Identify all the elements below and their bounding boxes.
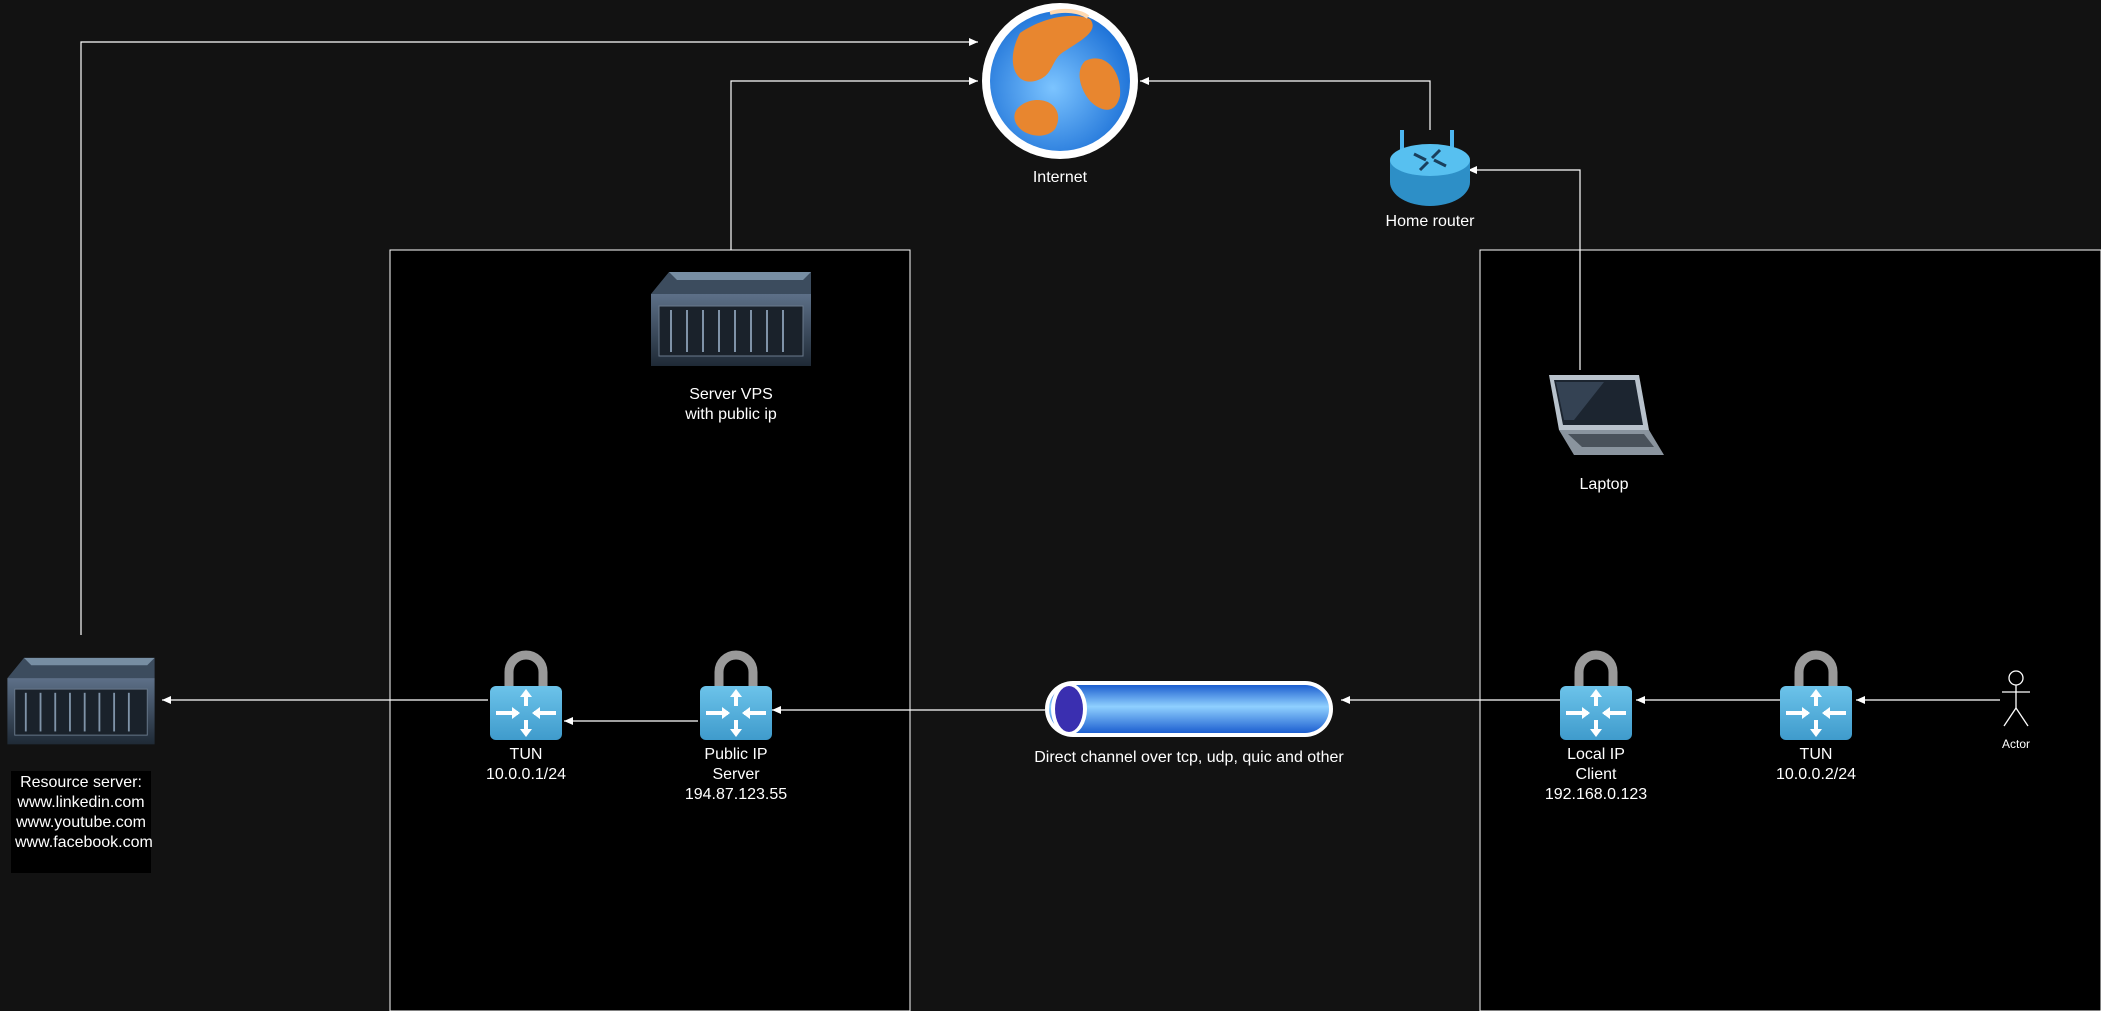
pipe-icon <box>1045 681 1333 737</box>
client-container <box>1479 249 2101 1011</box>
laptop-label-text: Laptop <box>1579 476 1629 493</box>
tun-server-line: 10.0.0.1/24 <box>485 766 567 783</box>
actor-label-text: Actor <box>2001 737 2030 751</box>
edge-vps-to-internet <box>730 77 978 250</box>
public-ip-server-line: Server <box>712 766 760 783</box>
internet-label-text: Internet <box>1032 169 1088 186</box>
tun-client-line: TUN <box>1799 746 1833 763</box>
server-icon <box>650 271 812 367</box>
public-ip-server-line: 194.87.123.55 <box>684 786 788 803</box>
home-router-label: Home router <box>1350 212 1510 232</box>
server-icon <box>6 656 156 746</box>
tun-client-line: 10.0.0.2/24 <box>1775 766 1857 783</box>
resource-server-line: Resource server: <box>20 774 142 791</box>
server-vps-label: Server VPS with public ip <box>631 385 831 425</box>
resource-server-line: www.youtube.com <box>16 814 146 831</box>
router-icon <box>1390 130 1470 206</box>
local-ip-client-line: Local IP <box>1567 746 1625 763</box>
actor-icon <box>2002 670 2030 727</box>
internet-label: Internet <box>980 168 1140 188</box>
tun-server-line: TUN <box>509 746 543 763</box>
laptop-icon <box>1549 375 1664 455</box>
public-ip-server-line: Public IP <box>704 746 768 763</box>
local-ip-client-label: Local IP Client 192.168.0.123 <box>1516 745 1676 805</box>
edge-resource-to-internet <box>80 38 978 635</box>
local-ip-client-line: 192.168.0.123 <box>1544 786 1648 803</box>
tun-client-label: TUN 10.0.0.2/24 <box>1746 745 1886 785</box>
edge-laptop-to-router <box>1468 166 1581 370</box>
local-ip-client-line: Client <box>1575 766 1617 783</box>
laptop-label: Laptop <box>1524 475 1684 495</box>
actor-label: Actor <box>1976 737 2056 751</box>
home-router-label-text: Home router <box>1385 213 1475 230</box>
server-vps-line: with public ip <box>685 406 777 423</box>
resource-server-label: Resource server: www.linkedin.com www.yo… <box>11 771 153 873</box>
channel-label: Direct channel over tcp, udp, quic and o… <box>1009 748 1369 768</box>
tun-server-label: TUN 10.0.0.1/24 <box>456 745 596 785</box>
resource-server-line: www.linkedin.com <box>17 794 145 811</box>
resource-server-line: www.facebook.com <box>15 834 153 851</box>
public-ip-server-label: Public IP Server 194.87.123.55 <box>656 745 816 805</box>
channel-label-text: Direct channel over tcp, udp, quic and o… <box>1034 749 1344 766</box>
globe-icon <box>982 3 1138 159</box>
edge-router-to-internet <box>1140 77 1431 130</box>
server-vps-line: Server VPS <box>689 386 773 403</box>
vps-container <box>389 249 911 1011</box>
